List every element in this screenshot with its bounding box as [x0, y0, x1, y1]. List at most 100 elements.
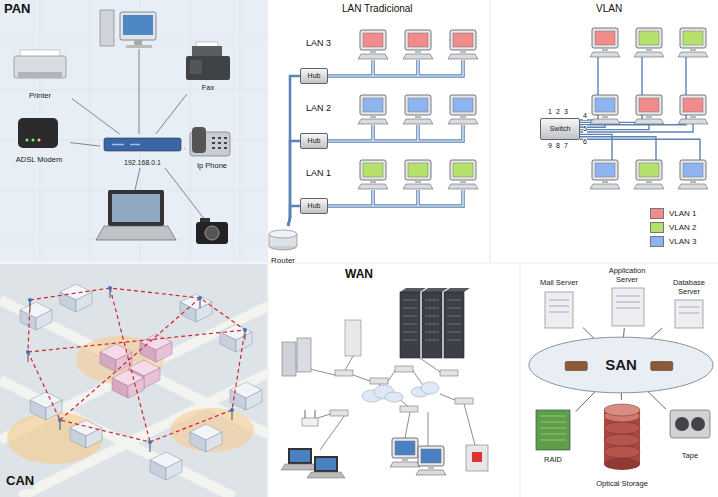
- pan-panel-part: [104, 138, 181, 151]
- can-panel: [0, 264, 268, 497]
- can-panel-part: [0, 300, 268, 497]
- port-number: 7: [564, 142, 568, 150]
- pan-panel-part: [212, 138, 227, 148]
- port-number: 1: [548, 108, 552, 116]
- san-panel-part: [545, 292, 573, 328]
- port-number: 4: [583, 112, 587, 120]
- lan-panel-part: [268, 0, 490, 262]
- can-panel-part-part: [108, 286, 112, 290]
- pan-panel-part: [126, 45, 152, 48]
- lan-panel-part: [403, 160, 433, 189]
- wan-panel-part: [390, 438, 420, 467]
- pan-panel-part: [123, 15, 153, 35]
- node-label: Hub: [307, 72, 322, 80]
- node-label: ADSL Modem: [15, 156, 63, 165]
- pan-panel-part: [196, 222, 228, 244]
- pan-panel-part: [186, 56, 230, 80]
- san-panel-part: [604, 458, 640, 470]
- lan-panel-part: [358, 30, 388, 59]
- wan-panel-part-part: [403, 300, 461, 340]
- lan-panel: [268, 0, 490, 262]
- ip-phone-device: Ip Phone: [184, 122, 240, 172]
- panel-title: LAN Tradicional: [342, 3, 413, 15]
- vlan-panel-part: [490, 0, 718, 262]
- san-panel-part: [612, 288, 644, 326]
- wan-panel-part: [316, 458, 336, 470]
- can-panel-part-part: [198, 296, 202, 300]
- lan-panel-part: [328, 60, 463, 206]
- wan-panel-part: [281, 464, 319, 470]
- san-panel-part: [670, 410, 710, 438]
- legend-row: VLAN 1: [650, 206, 697, 220]
- node-label: Printer: [28, 92, 52, 101]
- connector-line: [650, 328, 662, 338]
- can-panel-part: [0, 264, 268, 497]
- san-panel-part: [675, 417, 689, 431]
- wan-panel-part: [362, 382, 439, 402]
- node-label: Mail Server: [539, 279, 579, 288]
- can-panel-part: [28, 288, 245, 442]
- lan-panel-part: [403, 95, 433, 124]
- storage-device: Tape: [666, 404, 714, 462]
- lan-panel-part-part: [328, 190, 463, 206]
- port-number: 3: [564, 108, 568, 116]
- vlan-panel-part-part: [580, 137, 656, 160]
- lan-panel-part-part: [328, 60, 463, 76]
- pan-panel-part: [14, 56, 66, 78]
- node-label: Hub: [307, 137, 322, 145]
- vlan-panel-part-part: [580, 134, 612, 160]
- pan-panel-part: [0, 0, 268, 262]
- wan-panel-part: [314, 456, 338, 472]
- lan-panel-part: [403, 30, 433, 59]
- pan-panel-part: [32, 139, 35, 142]
- lan-panel-part-part: [328, 60, 463, 76]
- port-number: 2: [556, 108, 560, 116]
- wan-panel-part-part: [422, 288, 448, 292]
- san-panel-part: [604, 410, 640, 464]
- group-label: LAN 3: [306, 38, 331, 48]
- pan-panel-part: [26, 139, 29, 142]
- node-label: Fax: [201, 84, 216, 93]
- vlan-panel-part-part: [580, 57, 686, 125]
- wan-panel-part-part: [400, 406, 418, 412]
- san-panel: [520, 264, 718, 497]
- can-panel-part: [28, 288, 245, 452]
- wan-panel-part: [416, 446, 446, 475]
- wan-panel-part-part: [400, 288, 426, 292]
- router-cylinder: Router: [262, 226, 304, 266]
- wan-panel-part-part: [444, 288, 470, 292]
- can-panel-part-part: [230, 408, 234, 412]
- wan-panel-part-part: [422, 292, 442, 358]
- wan-panel-part: [466, 445, 488, 471]
- wan-panel-part: [302, 418, 318, 426]
- node-label: Optical Storage: [595, 480, 649, 489]
- san-panel-part: [604, 404, 640, 416]
- can-panel-part-part: [28, 298, 32, 302]
- wan-panel-part-part: [330, 410, 348, 416]
- connector-line: [156, 94, 187, 134]
- group-label: LAN 2: [306, 103, 331, 113]
- san-panel-part: [604, 446, 640, 458]
- connector-line: [648, 392, 666, 410]
- panel-title: PAN: [4, 2, 30, 17]
- san-ellipse: SAN: [528, 336, 714, 394]
- vlan-panel-part: [590, 160, 620, 189]
- connector-line: [72, 99, 120, 134]
- lan-panel-part: [328, 60, 463, 206]
- illustration-part: [0, 263, 718, 497]
- san-panel-part: [549, 300, 569, 312]
- legend-swatch: [650, 222, 664, 233]
- lan-panel-part: [448, 95, 478, 124]
- ellipse-outline: [529, 337, 713, 393]
- pan-panel-part: [192, 127, 206, 153]
- server-device: Mail Server: [535, 278, 583, 330]
- vlan-panel: [490, 0, 718, 262]
- wan-panel-part: [288, 448, 312, 464]
- port-number: 9: [548, 142, 552, 150]
- pan-panel-part: [108, 190, 164, 226]
- switch-icon: [651, 362, 673, 371]
- pan-panel-part: [96, 226, 176, 240]
- node-label: Hub: [307, 202, 322, 210]
- can-panel-part-part: [28, 288, 245, 452]
- wan-panel: [268, 264, 520, 497]
